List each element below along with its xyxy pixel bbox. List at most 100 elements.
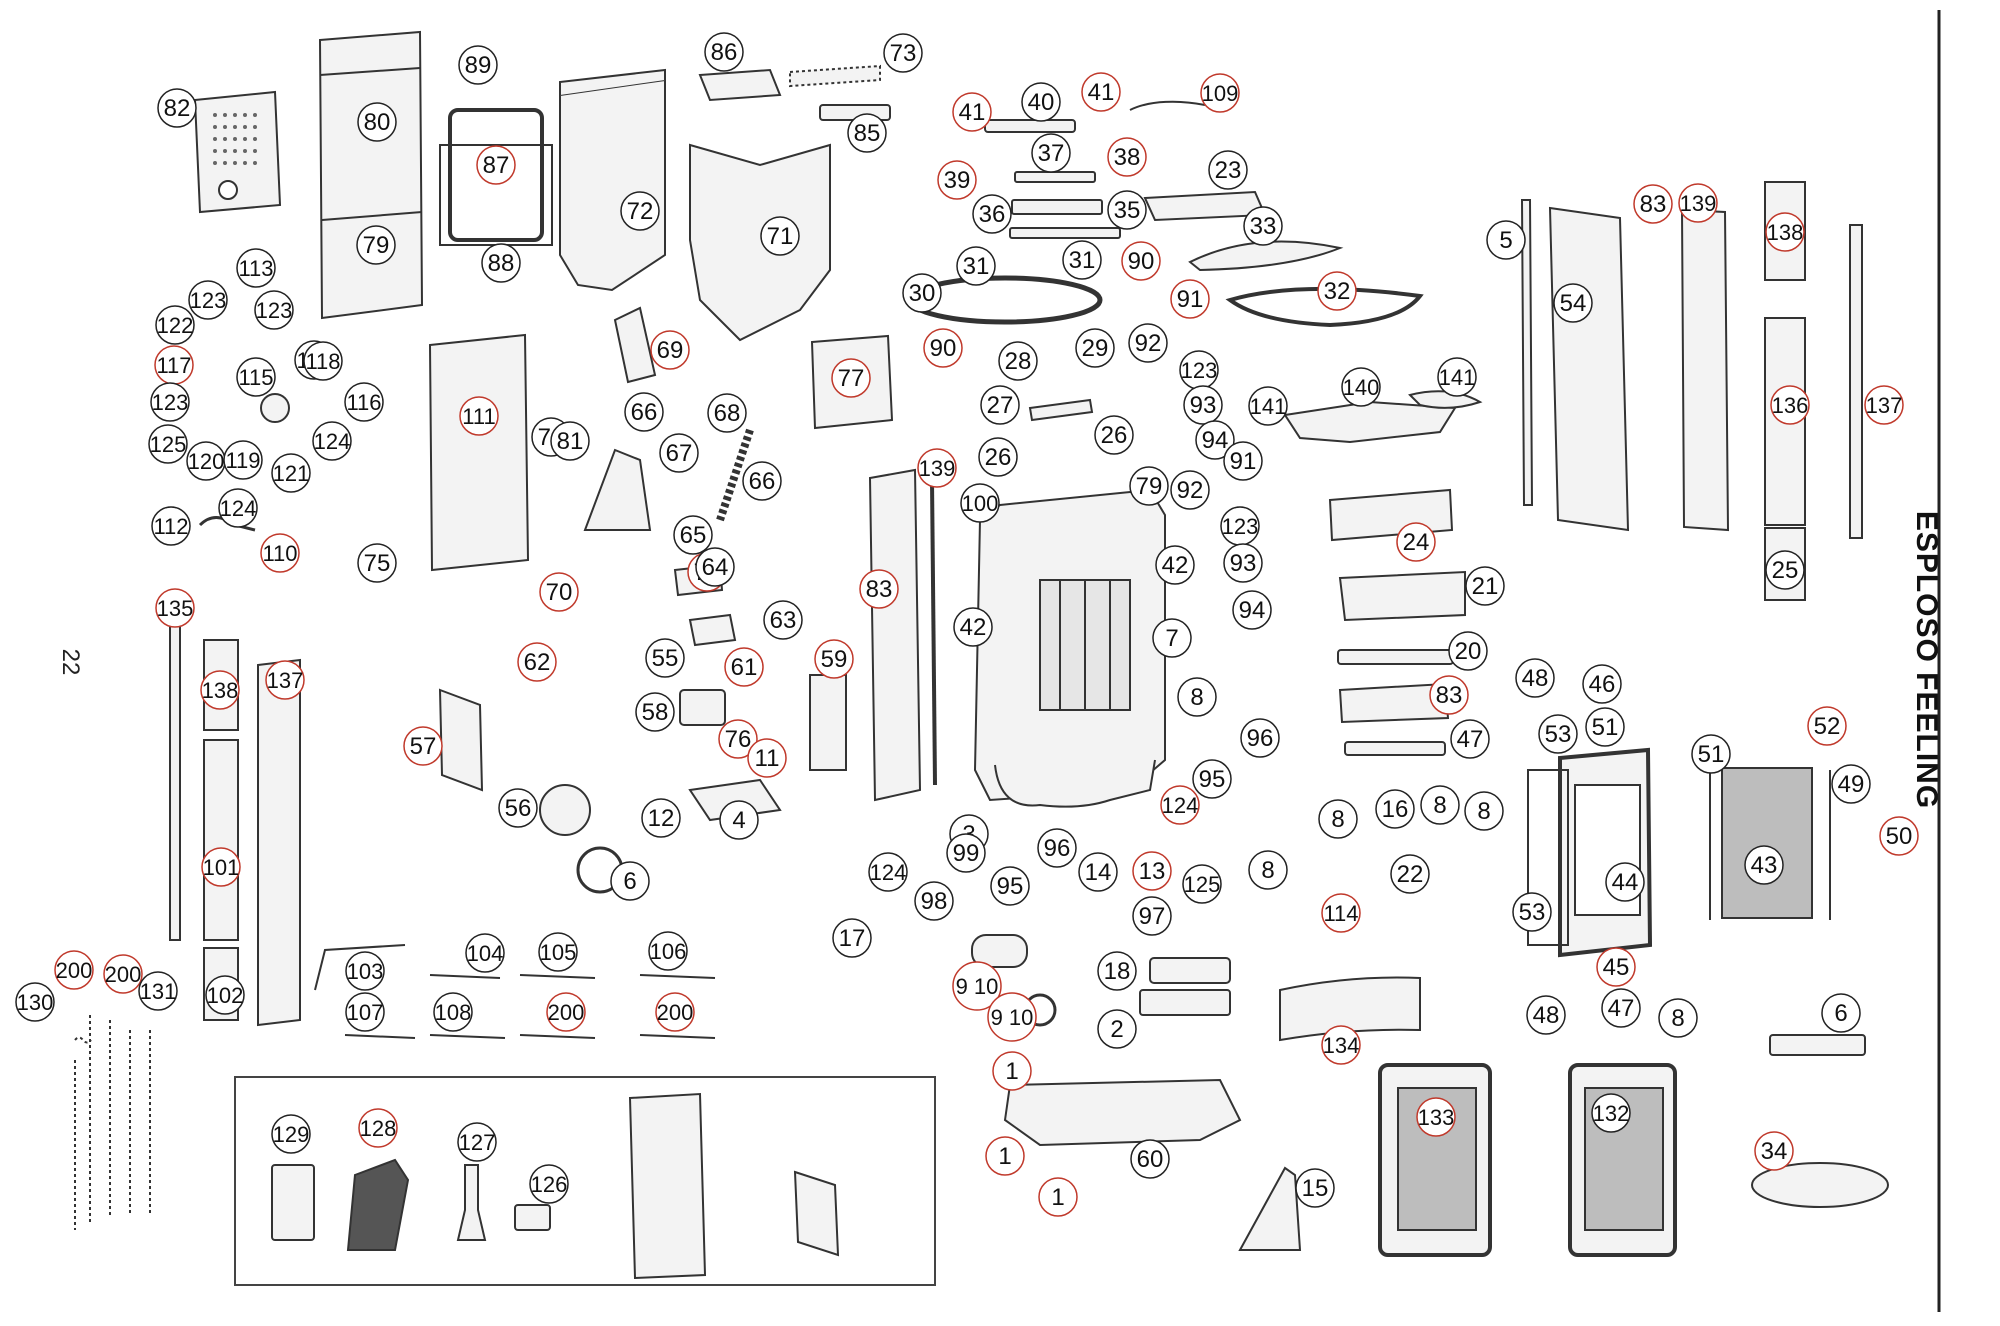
callout-label: 62 [524, 649, 551, 676]
callout-circle [902, 273, 942, 313]
callout-42: 42 [1155, 545, 1195, 585]
callout-41: 41 [1081, 72, 1121, 112]
callout-8: 8 [1177, 677, 1217, 717]
callout-125: 125 [148, 424, 188, 464]
callout-123: 123 [254, 290, 294, 330]
callout-circle [610, 861, 650, 901]
callout-label: 119 [225, 448, 260, 473]
callout-label: 6 [623, 868, 636, 895]
callout-label: 8 [1261, 857, 1274, 884]
callout-137: 137 [1864, 385, 1904, 425]
callout-39: 39 [937, 160, 977, 200]
callout-106: 106 [648, 931, 688, 971]
part-138-panel-left [203, 739, 239, 941]
callout-label: 128 [360, 1116, 397, 1141]
callout-label: 63 [770, 607, 797, 634]
callout-label: 55 [652, 645, 679, 672]
callout-52: 52 [1807, 706, 1847, 746]
callout-label: 137 [267, 668, 304, 693]
callout-circle [847, 113, 887, 153]
callout-label: 130 [17, 990, 54, 1015]
callout-label: 120 [188, 449, 225, 474]
callout-circle [1037, 828, 1077, 868]
callout-79: 79 [356, 225, 396, 265]
callout-circle [1448, 631, 1488, 671]
callout-circle [358, 1108, 398, 1148]
callout-108: 108 [433, 992, 473, 1032]
callout-label: 123 [1222, 514, 1259, 539]
callout-circle [458, 45, 498, 85]
callout-label: 103 [347, 959, 384, 984]
part-83-bar [1344, 741, 1446, 756]
callout-label: 67 [666, 440, 693, 467]
callout-label: 127 [459, 1130, 496, 1155]
callout-125: 125 [1182, 864, 1222, 904]
callout-111: 111 [459, 396, 499, 436]
callout-circle [1821, 993, 1861, 1033]
callout-25: 25 [1765, 550, 1805, 590]
callout-circle [344, 382, 384, 422]
callout-circle [831, 358, 871, 398]
callout-label: 57 [410, 733, 437, 760]
part-34-board [1769, 1034, 1866, 1056]
callout-label: 79 [1136, 473, 1163, 500]
callout-label: 99 [953, 840, 980, 867]
callout-label: 35 [1114, 197, 1141, 224]
callout-circle [917, 448, 957, 488]
callout-71: 71 [760, 216, 800, 256]
callout-118: 118 [303, 341, 343, 381]
callout-circle [1375, 789, 1415, 829]
callout-label: 88 [488, 250, 515, 277]
part-80-back-panel [318, 30, 424, 320]
callout-label: 123 [1181, 358, 1218, 383]
callout-21: 21 [1465, 566, 1505, 606]
callout-62: 62 [517, 642, 557, 682]
callout-circle [1031, 133, 1071, 173]
callout-circle [1170, 279, 1210, 319]
callout-label: 46 [1589, 671, 1616, 698]
callout-circle [529, 1164, 569, 1204]
callout-94: 94 [1232, 590, 1272, 630]
callout-circle [1605, 862, 1645, 902]
callout-label: 114 [1323, 901, 1358, 926]
callout-circle [1807, 706, 1847, 746]
callout-circle [236, 357, 276, 397]
callout-124: 124 [312, 421, 352, 461]
callout-label: 72 [627, 198, 654, 225]
callout-circle [832, 918, 872, 958]
callout-circle [641, 798, 681, 838]
part-61-motor [679, 689, 726, 726]
callout-20: 20 [1448, 631, 1488, 671]
callout-circle [457, 1122, 497, 1162]
callout-circle [742, 461, 782, 501]
callout-label: 59 [821, 646, 848, 673]
part-71-hopper [689, 143, 831, 342]
callout-58: 58 [635, 692, 675, 732]
part-11-fan [539, 784, 591, 836]
callout-label: 92 [1135, 330, 1162, 357]
callout-92: 92 [1170, 470, 1210, 510]
part-40-bar [984, 119, 1076, 133]
callout-circle [946, 833, 986, 873]
callout-circle [980, 385, 1020, 425]
callout-138: 138 [1765, 212, 1805, 252]
part-33-arc [1188, 240, 1344, 272]
callout-circle [645, 638, 685, 678]
callout-115: 115 [236, 357, 276, 397]
callout-label: 8 [1671, 1005, 1684, 1032]
part-140-plate [1283, 400, 1457, 444]
callout-circle [1078, 852, 1118, 892]
callout-circle [1081, 72, 1121, 112]
callout-label: 125 [150, 432, 187, 457]
page-number: 22 [57, 648, 84, 676]
callout-label: 200 [657, 1000, 694, 1025]
callout-label: 87 [483, 152, 510, 179]
callout-9-10: 9 10 [952, 961, 1002, 1011]
part-127-board [628, 1092, 707, 1280]
callout-117: 117 [154, 345, 194, 385]
callout-circle [1121, 241, 1161, 281]
callout-13: 13 [1132, 851, 1172, 891]
callout-60: 60 [1130, 1139, 1170, 1179]
callout-38: 38 [1107, 137, 1147, 177]
callout-102: 102 [205, 975, 245, 1015]
